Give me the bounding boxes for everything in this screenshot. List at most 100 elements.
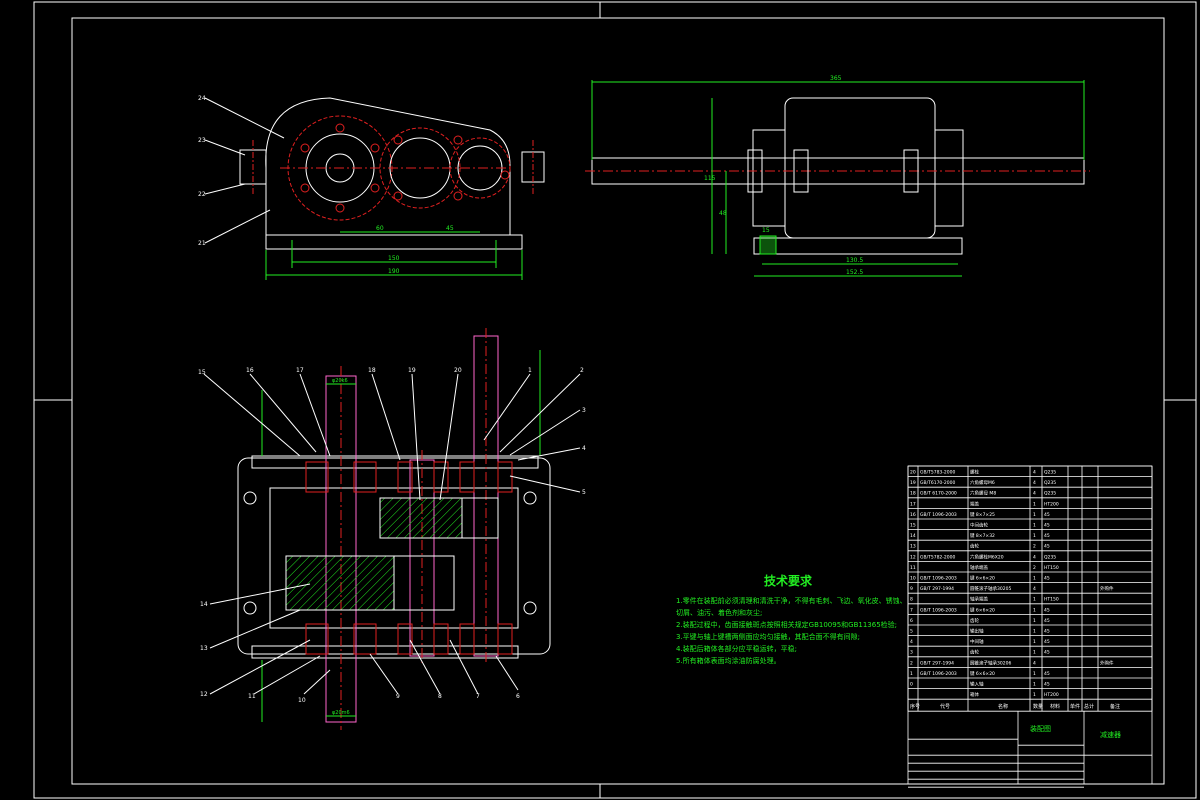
- part-name: 键 8×7×32: [970, 532, 995, 539]
- part-no: 8: [910, 597, 913, 603]
- part-name: 输出轴: [970, 628, 984, 635]
- part-qty: 1: [1033, 682, 1036, 688]
- part-name: 圆锥滚子轴承30205: [970, 585, 1011, 592]
- header-cell: 单件: [1070, 703, 1080, 710]
- part-material: 45: [1044, 639, 1050, 645]
- drawing-name: 减速器: [1100, 730, 1121, 739]
- part-qty: 1: [1033, 618, 1036, 624]
- part-name: 箱体: [970, 691, 979, 698]
- part-code: GB/T5783-2000: [920, 470, 956, 476]
- label-16: 16: [246, 367, 254, 374]
- part-material: HT150: [1044, 597, 1059, 603]
- part-no: 15: [910, 523, 916, 529]
- part-qty: 4: [1033, 470, 1036, 476]
- dim-150: 150: [388, 255, 400, 262]
- part-remark: 外购件: [1100, 659, 1114, 666]
- fit-bottom: φ20m6: [332, 710, 350, 716]
- label-6: 6: [516, 693, 520, 700]
- part-qty: 1: [1033, 533, 1036, 539]
- tech-line: 切屑、油污、着色剂和灰尘;: [676, 609, 763, 617]
- part-material: 45: [1044, 618, 1050, 624]
- dim-190: 190: [388, 268, 400, 275]
- part-qty: 1: [1033, 501, 1036, 507]
- part-name: 六角螺母M6: [970, 479, 995, 486]
- part-name: 键 6×6×20: [970, 606, 995, 613]
- label-9: 9: [396, 693, 400, 700]
- part-name: 端盖: [970, 500, 979, 507]
- part-name: 键 6×6×20: [970, 575, 995, 582]
- part-name: 圆锥滚子轴承30206: [970, 659, 1011, 666]
- dim-15: 15: [762, 227, 770, 234]
- header-cell: 数量: [1033, 703, 1043, 710]
- tech-line: 3.平键与轴上键槽两侧面应均匀接触，其配合面不得有间隙;: [676, 633, 861, 641]
- part-no: 12: [910, 554, 916, 560]
- part-material: HT200: [1044, 692, 1059, 698]
- part-material: HT150: [1044, 565, 1059, 571]
- part-material: Q235: [1044, 491, 1056, 497]
- drawing-frame: [71, 17, 1165, 785]
- part-name: 输入轴: [970, 681, 984, 688]
- part-no: 17: [910, 501, 916, 507]
- part-code: GB/T 297-1994: [920, 660, 954, 666]
- fit-top: φ20k6: [332, 378, 348, 384]
- part-material: 45: [1044, 671, 1050, 677]
- label-23: 23: [198, 137, 206, 144]
- part-no: 2: [910, 660, 913, 666]
- part-qty: 4: [1033, 491, 1036, 497]
- part-no: 1: [910, 671, 913, 677]
- label-19: 19: [408, 367, 416, 374]
- label-5: 5: [582, 489, 586, 496]
- part-qty: 1: [1033, 607, 1036, 613]
- label-22: 22: [198, 191, 206, 198]
- label-14: 14: [200, 601, 208, 608]
- part-no: 6: [910, 618, 913, 624]
- part-name: 齿轮: [970, 543, 979, 550]
- label-4: 4: [582, 445, 586, 452]
- dim-152-5: 152.5: [846, 269, 863, 276]
- part-no: 7: [910, 607, 913, 613]
- part-material: 45: [1044, 607, 1050, 613]
- part-qty: 1: [1033, 671, 1036, 677]
- part-qty: 2: [1033, 544, 1036, 550]
- part-no: 16: [910, 512, 916, 518]
- part-qty: 4: [1033, 480, 1036, 486]
- label-8: 8: [438, 693, 442, 700]
- part-material: 45: [1044, 650, 1050, 656]
- label-3: 3: [582, 407, 586, 414]
- section-view: φ20k6 φ20m6 15 16 17 18: [198, 328, 586, 730]
- part-material: HT200: [1044, 501, 1059, 507]
- part-material: Q235: [1044, 554, 1056, 560]
- part-code: GB/T 1096-2003: [920, 671, 957, 677]
- part-qty: 1: [1033, 650, 1036, 656]
- part-code: GB/T 297-1994: [920, 586, 954, 592]
- header-cell: 序号: [910, 703, 920, 710]
- header-cell: 材料: [1050, 703, 1060, 710]
- company-cell: 装配图: [1030, 724, 1051, 733]
- label-15: 15: [198, 369, 206, 376]
- part-qty: 1: [1033, 629, 1036, 635]
- part-remark: 外购件: [1100, 585, 1114, 592]
- top-right-view: 365 115 48 15 130.5 152.5: [585, 75, 1090, 277]
- part-qty: 2: [1033, 565, 1036, 571]
- header-cell: 代号: [940, 703, 950, 710]
- dim-365: 365: [830, 75, 842, 82]
- part-no: 5: [910, 629, 913, 635]
- part-no: 3: [910, 650, 913, 656]
- part-no: 19: [910, 480, 916, 486]
- label-21: 21: [198, 240, 206, 247]
- part-name: 中间轴: [970, 638, 984, 645]
- label-2: 2: [580, 367, 584, 374]
- label-11: 11: [248, 693, 256, 700]
- part-material: 45: [1044, 682, 1050, 688]
- part-qty: 1: [1033, 639, 1036, 645]
- title-block-grid: [907, 465, 1153, 788]
- part-qty: 1: [1033, 597, 1036, 603]
- part-code: GB/T 6170-2000: [920, 491, 957, 497]
- tech-line: 4.装配后箱体各部分应平稳运转，平稳;: [676, 645, 798, 653]
- part-name: 齿轮: [970, 649, 979, 656]
- tech-line: 5.所有箱体表面均涂油防腐处理。: [676, 657, 781, 665]
- part-qty: 1: [1033, 576, 1036, 582]
- part-material: 45: [1044, 533, 1050, 539]
- label-20: 20: [454, 367, 462, 374]
